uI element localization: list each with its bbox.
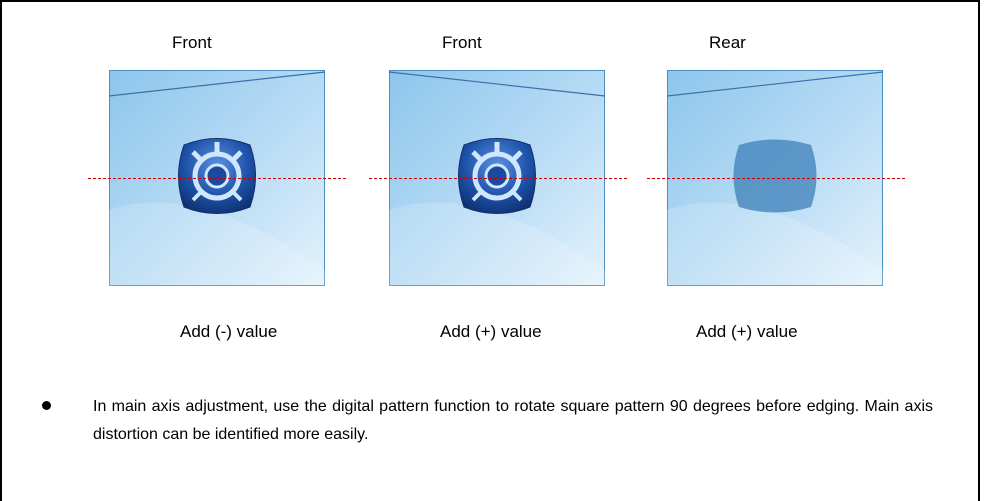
knob-shadow-icon bbox=[733, 139, 817, 213]
axis-guide-line-3 bbox=[647, 178, 905, 179]
panel-heading-3: Rear bbox=[709, 33, 746, 52]
panel-caption-3: Add (+) value bbox=[696, 322, 798, 341]
panel-caption-1: Add (-) value bbox=[180, 322, 278, 341]
axis-guide-line-1 bbox=[88, 178, 346, 179]
panel-heading-1: Front bbox=[172, 33, 212, 52]
panel-heading-2: Front bbox=[442, 33, 482, 52]
adjust-knob-icon bbox=[178, 138, 256, 214]
panel-caption-2: Add (+) value bbox=[440, 322, 542, 341]
bullet-text: In main axis adjustment, use the digital… bbox=[93, 398, 933, 443]
axis-guide-line-2 bbox=[369, 178, 627, 179]
bullet-icon bbox=[42, 401, 51, 410]
adjust-knob-icon bbox=[458, 138, 536, 214]
